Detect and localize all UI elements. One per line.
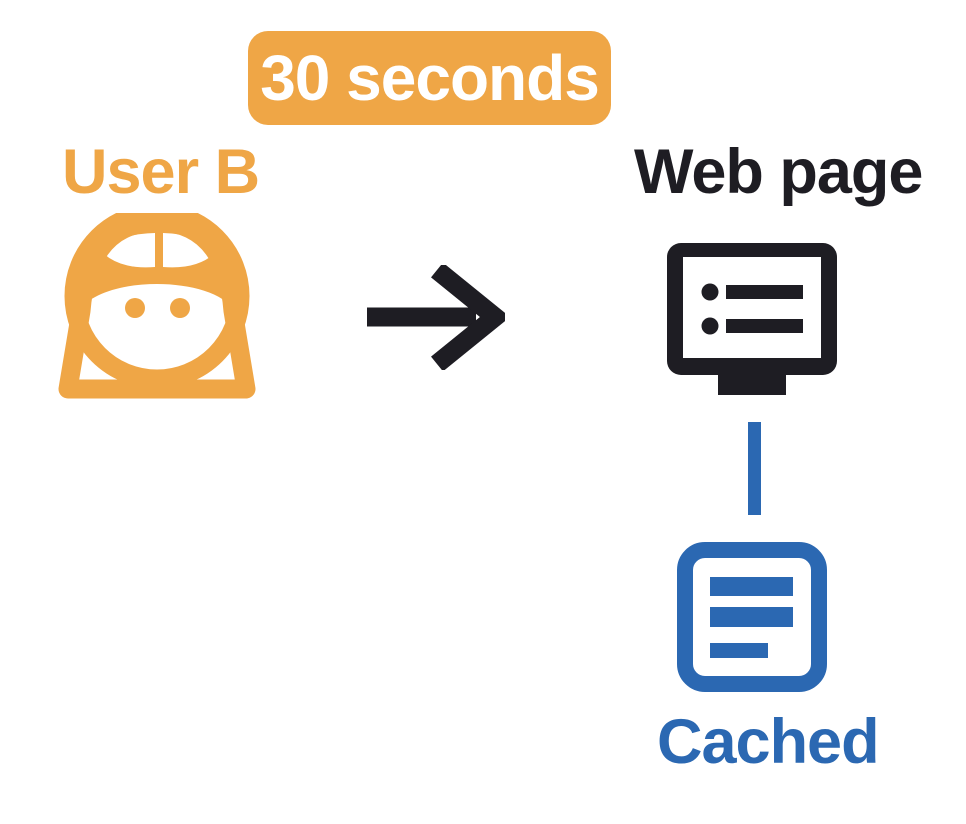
document-list-icon [677,542,827,692]
vertical-link-line [748,422,761,515]
right-arrow-icon [367,265,505,370]
user-b-label: User B [62,137,260,207]
web-page-label: Web page [634,137,923,207]
monitor-list-icon [667,243,837,395]
cached-label: Cached [657,707,880,777]
duration-badge-label: 30 seconds [260,42,600,114]
woman-face-icon [58,213,256,399]
duration-badge: 30 seconds [248,31,611,125]
